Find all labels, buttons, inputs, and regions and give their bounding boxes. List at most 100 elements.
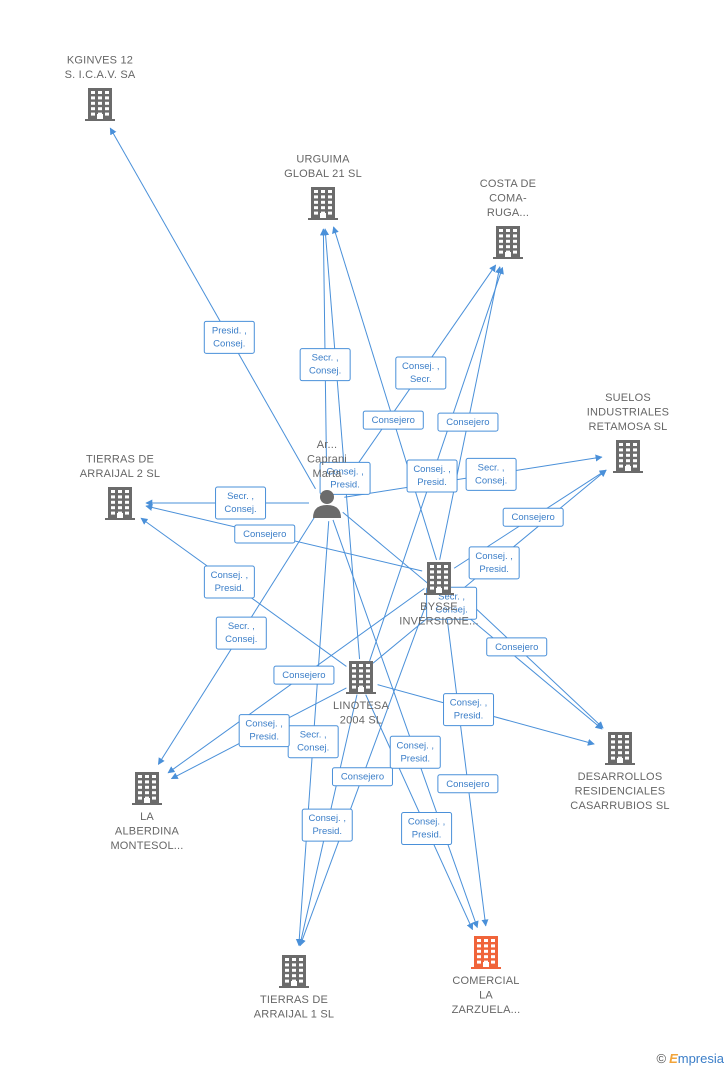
edge-label-box xyxy=(273,665,335,685)
edge-label-text: Secr. , xyxy=(228,621,255,632)
edge-label-byss-to-tierras1[interactable]: Consejero xyxy=(331,767,393,787)
edge-label-text: Consej. , xyxy=(475,551,513,562)
copyright-symbol: © xyxy=(656,1051,667,1066)
edge-label-text: Presid. xyxy=(417,477,447,488)
edge-label-linotesa-to-desarrollos[interactable]: Consej. ,Presid. xyxy=(443,693,495,727)
node-label: MONTESOL... xyxy=(110,840,183,852)
edge-label-linotesa-to-alberdina[interactable]: Consej. ,Presid. xyxy=(238,714,290,748)
edge-label-person-to-alberdina[interactable]: Secr. , Consej. xyxy=(215,616,267,650)
node-alberdina[interactable]: LA ALBERDINA MONTESOL... xyxy=(110,772,183,852)
edge-label-byss-to-tierras2[interactable]: Consejero xyxy=(234,524,296,544)
edge-label-box xyxy=(437,412,499,432)
edge-label-text: Secr. , xyxy=(478,462,505,473)
node-label: LA xyxy=(140,811,154,823)
edge-label-box xyxy=(203,320,255,354)
edge-label-box xyxy=(331,767,393,787)
edge-label-person-to-tierras2[interactable]: Secr. ,Consej. xyxy=(215,486,267,520)
edge-label-text: Consejero xyxy=(341,772,384,783)
edge-label-person-to-comercial[interactable]: Consej. ,Presid. xyxy=(389,735,441,769)
edge-label-text: Consej. , xyxy=(402,361,440,372)
node-label: ALBERDINA xyxy=(115,826,180,838)
edge-label-text: Consejero xyxy=(495,642,538,653)
edge-byss-to-comercial xyxy=(443,595,489,927)
edge-label-linotesa-to-tierras1[interactable]: Consej. ,Presid. xyxy=(301,808,353,842)
building-icon xyxy=(279,955,309,988)
edge-label-box xyxy=(437,774,499,794)
edge-label-box xyxy=(406,459,458,493)
edge-label-person-to-kginves[interactable]: Presid. , Consej. xyxy=(203,320,255,354)
edge-label-person-to-desarrollos[interactable]: Secr. ,Consej. xyxy=(426,586,478,620)
node-label: COMERCIAL xyxy=(452,975,519,987)
person-icon xyxy=(313,490,341,518)
edge-label-box xyxy=(234,524,296,544)
edge-label-text: Consej. , xyxy=(413,464,451,475)
edge-label-box xyxy=(299,348,351,382)
edge-label-text: Consej. xyxy=(225,634,257,645)
edge-label-person-to-suelos[interactable]: Secr. , Consej. xyxy=(465,457,517,491)
node-label: RETAMOSA SL xyxy=(588,421,667,433)
edge-label-person-to-costa[interactable]: Consej. ,Secr. xyxy=(395,356,447,390)
edge-label-person-to-tierras1[interactable]: Secr. ,Consej. xyxy=(287,725,339,759)
edge-label-byss-to-urguima[interactable]: Consejero xyxy=(362,410,424,430)
brand-footer[interactable]: ©Empresia xyxy=(656,1051,724,1066)
edge-label-text: Consej. , xyxy=(211,570,249,581)
edge-label-box xyxy=(426,586,478,620)
edge-label-text: Presid. , xyxy=(212,325,247,336)
edge-label-linotesa-to-comercial[interactable]: Consej. ,Presid. xyxy=(401,812,453,846)
node-comercial[interactable]: COMERCIAL LA ZARZUELA... xyxy=(452,936,521,1016)
edge-label-text: Presid. xyxy=(330,479,360,490)
node-label: KGINVES 12 xyxy=(67,55,133,67)
edge-label-linotesa-to-tierras2[interactable]: Consej. ,Presid. xyxy=(203,565,255,599)
node-kginves[interactable]: KGINVES 12 S. I.C.A.V. SA xyxy=(65,55,136,122)
node-label: CASARRUBIOS SL xyxy=(570,800,669,812)
edge-label-box xyxy=(468,546,520,580)
edge-byss-to-desarrollos xyxy=(453,587,604,729)
edge-label-text: Consejero xyxy=(282,670,325,681)
node-label: BYSSE xyxy=(420,601,458,613)
edge-label-text: Consej. xyxy=(297,743,329,754)
edge-label-text: Presid. xyxy=(249,732,279,743)
edge-label-linotesa-to-suelos[interactable]: Consej. ,Presid. xyxy=(468,546,520,580)
edge-label-byss-to-suelos[interactable]: Consejero xyxy=(502,507,564,527)
edge-label-text: Consej. , xyxy=(408,817,446,828)
edge-label-text: Consej. xyxy=(213,338,245,349)
edge-label-text: Consej. xyxy=(475,475,507,486)
node-label: ZARZUELA... xyxy=(452,1004,521,1016)
building-icon xyxy=(424,562,454,595)
edge-label-byss-to-alberdina[interactable]: Consejero xyxy=(273,665,335,685)
edge-label-byss-to-costa[interactable]: Consejero xyxy=(437,412,499,432)
node-label: LA xyxy=(479,990,493,1002)
edge-label-person-to-urguima[interactable]: Secr. ,Consej. xyxy=(299,348,351,382)
edge-label-box xyxy=(443,693,495,727)
edge-label-box xyxy=(465,457,517,491)
edge-label-text: Consejero xyxy=(372,415,415,426)
edge-label-text: Secr. , xyxy=(438,591,465,602)
node-label: RESIDENCIALES xyxy=(575,786,666,798)
node-label: SUELOS xyxy=(605,392,651,404)
node-label: TIERRAS DE xyxy=(260,994,328,1006)
edge-linotesa-to-urguima xyxy=(322,228,361,660)
edge-label-box xyxy=(319,461,371,495)
node-label: RUGA... xyxy=(487,207,529,219)
node-costa[interactable]: COSTA DECOMA-RUGA... xyxy=(480,178,536,259)
edge-label-linotesa-to-urguima[interactable]: Consej. , Presid. xyxy=(319,461,371,495)
edge-label-box xyxy=(215,486,267,520)
edge-label-byss-to-comercial[interactable]: Consejero xyxy=(437,774,499,794)
edge-label-text: Consej. , xyxy=(326,466,364,477)
edge-label-linotesa-to-costa[interactable]: Consej. , Presid. xyxy=(406,459,458,493)
node-label: S. I.C.A.V. SA xyxy=(65,69,136,81)
node-byss[interactable]: BYSSEINVERSIONE... xyxy=(399,562,479,628)
edge-label-text: Presid. xyxy=(454,711,484,722)
edge-label-text: Consejero xyxy=(446,779,489,790)
edge-label-byss-to-desarrollos[interactable]: Consejero xyxy=(486,637,548,657)
edges-layer xyxy=(109,127,607,947)
edge-label-text: Consejero xyxy=(512,512,555,523)
